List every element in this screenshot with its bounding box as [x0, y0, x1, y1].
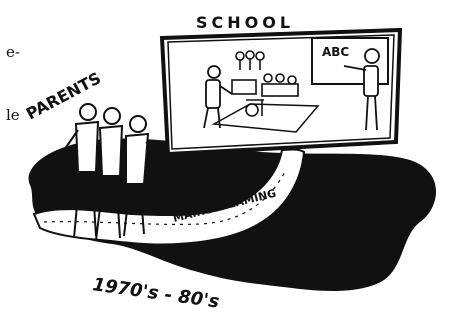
cropped-text-line-2: le [6, 106, 20, 124]
teacher-figure [343, 48, 380, 131]
classroom-students [231, 50, 299, 117]
road-edge-line [43, 169, 287, 226]
board-label: ABC [322, 45, 349, 59]
cropped-text-fragment: e- le [0, 0, 20, 168]
mainstreaming-road [32, 148, 306, 246]
classroom-adult [203, 65, 233, 129]
parents-group [59, 103, 165, 241]
classroom-rug [211, 103, 320, 133]
cropped-text-line-1: e- [6, 43, 20, 61]
school-label: SCHOOL [196, 13, 294, 32]
era-label: 1970's - 80's [91, 274, 221, 313]
